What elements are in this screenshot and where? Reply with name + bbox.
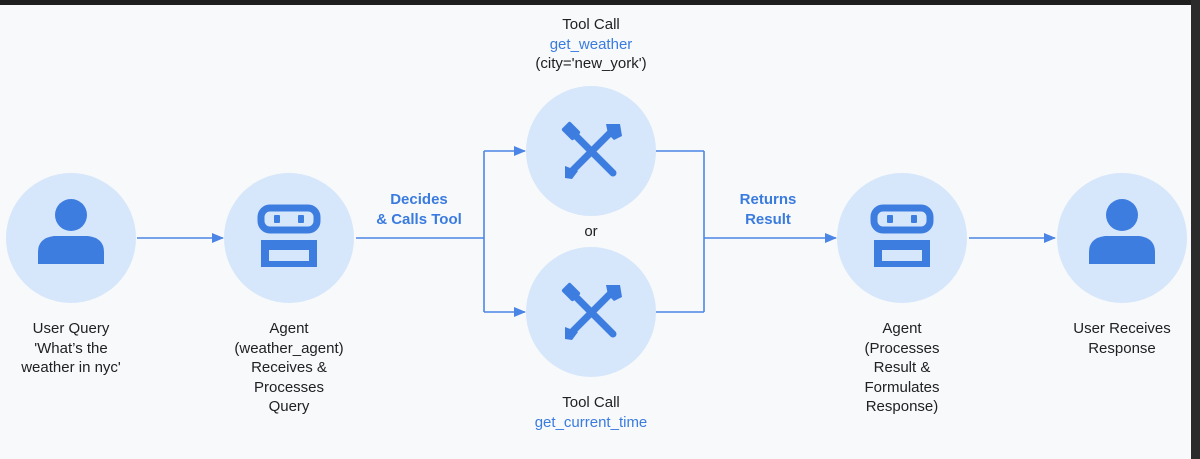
- label-line: Formulates: [864, 378, 940, 396]
- label-line: Processes: [253, 378, 325, 396]
- label-line: Query: [268, 398, 310, 415]
- label-line: Agent: [269, 320, 309, 337]
- user-query-node: [6, 173, 136, 303]
- label-line: Agent: [882, 320, 922, 337]
- edge-label-line: Result: [745, 210, 791, 228]
- function-name: get_weather: [549, 35, 633, 53]
- agent-receive-label: Agent (weather_agent) Receives & Process…: [224, 319, 354, 417]
- agent-receive-node: [224, 173, 354, 303]
- tool-time-node: [526, 247, 656, 377]
- label-line: weather in nyc': [21, 359, 121, 376]
- edge-label-line: Returns: [739, 191, 797, 208]
- person-icon: [38, 199, 104, 264]
- top-edge-bar: [0, 0, 1200, 5]
- tool-weather-label: Tool Call get_weather (city='new_york'): [511, 15, 671, 74]
- tool-time-label: Tool Call get_current_time: [506, 393, 676, 432]
- agent-process-node: [837, 173, 967, 303]
- tool-call-title: Tool Call: [562, 16, 620, 33]
- edge-label-line: Decides: [390, 191, 448, 208]
- agent-process-label: Agent (Processes Result & Formulates Res…: [837, 319, 967, 417]
- user-receives-node: [1057, 173, 1187, 303]
- person-icon: [1089, 199, 1155, 264]
- tools-icon: [561, 121, 622, 179]
- robot-icon: [257, 204, 321, 267]
- label-line: User Query: [32, 320, 110, 337]
- label-line: (weather_agent): [234, 339, 344, 357]
- function-args: (city='new_york'): [535, 55, 647, 72]
- label-line: (Processes: [864, 339, 940, 357]
- label-line: User Receives: [1073, 320, 1171, 337]
- label-line: Result &: [873, 359, 931, 376]
- label-line: Response: [1088, 339, 1156, 357]
- user-query-label: User Query 'What’s the weather in nyc': [11, 319, 131, 378]
- label-line: 'What’s the: [34, 339, 108, 357]
- label-line: Receives &: [251, 359, 327, 376]
- user-receives-label: User Receives Response: [1057, 319, 1187, 358]
- tools-icon: [561, 282, 622, 340]
- edge-label-line: & Calls Tool: [376, 210, 462, 228]
- tool-call-title: Tool Call: [562, 394, 620, 411]
- returns-edge-label: Returns Result: [713, 190, 823, 229]
- label-line: Response): [865, 398, 939, 415]
- right-edge-bar: [1191, 0, 1200, 459]
- function-name: get_current_time: [534, 413, 648, 431]
- decides-edge-label: Decides & Calls Tool: [359, 190, 479, 229]
- or-label: or: [584, 223, 598, 240]
- tool-weather-node: [526, 86, 656, 216]
- robot-icon: [870, 204, 934, 267]
